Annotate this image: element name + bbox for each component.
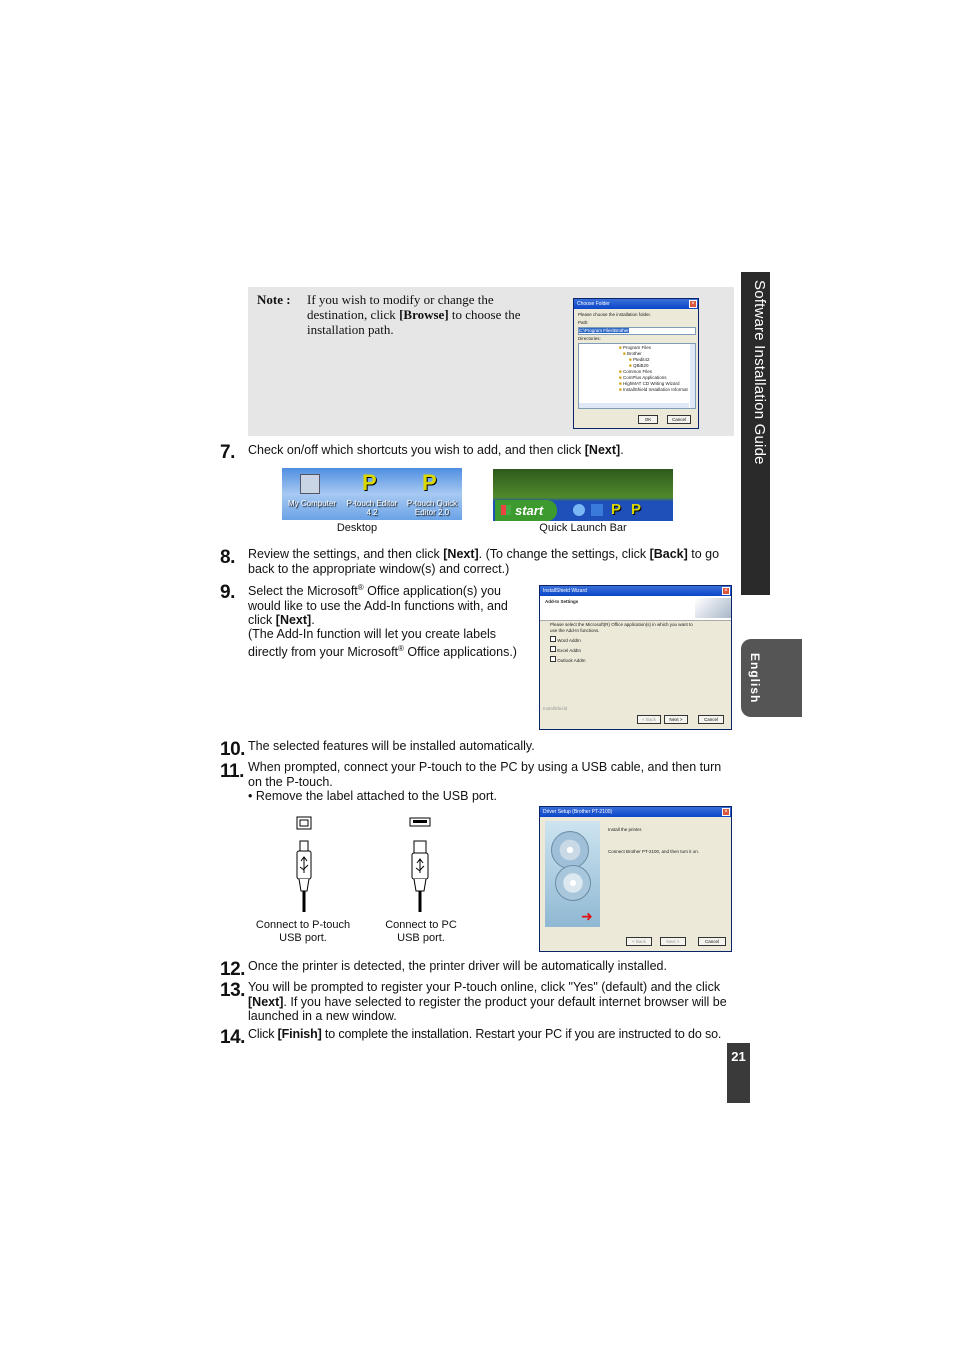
tree-item[interactable]: ■ Common Files (619, 369, 652, 374)
dialog-title: Driver Setup (Brother PT-2100) (543, 809, 613, 815)
tree-item[interactable]: ■ Ptedit42 (629, 357, 650, 362)
language-tab: English (741, 639, 802, 717)
cancel-button[interactable]: Cancel (698, 937, 726, 946)
step-number: 13. (220, 980, 245, 1001)
step-number: 14. (220, 1027, 245, 1048)
windows-logo-icon (501, 505, 511, 515)
cancel-button[interactable]: Cancel (667, 415, 691, 424)
close-icon[interactable]: × (722, 587, 730, 595)
step-8-text: Review the settings, and then click [Nex… (248, 547, 720, 576)
step-11-text: When prompted, connect your P-touch to t… (248, 760, 722, 789)
arrow-right-icon: ➜ (581, 908, 593, 924)
language-label: English (748, 653, 762, 704)
installshield-footer: InstallShield (543, 706, 568, 711)
outlook-addin-checkbox[interactable]: Outlook AddIn (550, 656, 586, 664)
step-13-text: You will be prompted to register your P-… (248, 980, 727, 1023)
section-title: Software Installation Guide (751, 280, 768, 465)
ptouch-quick-editor-icon[interactable]: P (422, 470, 437, 495)
desktop-caption: Desktop (336, 522, 378, 534)
quick-launch-caption: Quick Launch Bar (539, 522, 627, 534)
icon-label: P-touch Quick Editor 2.0 (406, 499, 458, 517)
wizard-graphic-icon (695, 598, 731, 618)
dialog-line-2: Connect Brother PT-2100, and then turn i… (608, 849, 700, 854)
dialog-title: Choose Folder (577, 301, 610, 307)
section-side-tab: Software Installation Guide (741, 272, 770, 595)
directories-label: Directories: (578, 336, 601, 341)
back-button[interactable]: < Back (626, 937, 652, 946)
step-12-text: Once the printer is detected, the printe… (248, 959, 667, 973)
ptouch-editor-icon[interactable]: P (611, 501, 622, 518)
ok-button[interactable]: OK (638, 415, 658, 424)
tree-item[interactable]: ■ ComPlus Applications (619, 375, 667, 380)
excel-addin-checkbox[interactable]: Excel AddIn (550, 646, 581, 654)
next-button[interactable]: Next > (664, 715, 688, 724)
usb-a-cable-illustration (409, 817, 431, 912)
step-11-bullet: • Remove the label attached to the USB p… (248, 789, 497, 803)
tree-item[interactable]: ■ Brother (623, 351, 642, 356)
path-input[interactable]: C:\Program Files\Brother (578, 327, 696, 335)
note-label: Note : (257, 292, 291, 307)
note-box: Note : If you wish to modify or change t… (248, 287, 734, 436)
directory-tree[interactable]: ■ Program Files ■ Brother ■ Ptedit42 ■ Q… (578, 343, 696, 409)
next-button[interactable]: Next > (660, 937, 686, 946)
choose-folder-dialog: Choose Folder × Please choose the install… (573, 298, 699, 429)
icon-label: My Computer (287, 499, 336, 508)
step-number: 10. (220, 739, 245, 760)
close-icon[interactable]: × (689, 300, 697, 308)
ptouch-quick-editor-icon[interactable]: P (631, 501, 642, 518)
page-number: 21 (727, 1043, 750, 1103)
dialog-header: Add-In Settings (545, 599, 579, 604)
step-7-text: Check on/off which shortcuts you wish to… (248, 443, 624, 457)
cd-graphic-icon: ➜ (545, 821, 600, 927)
media-icon[interactable] (591, 504, 603, 516)
installshield-dialog: InstallShield Wizard × Add-In Settings Pl… (539, 585, 732, 730)
word-addin-checkbox[interactable]: Word AddIn (550, 636, 581, 644)
dialog-line-1: Install the printer. (608, 827, 643, 832)
tree-item[interactable]: ■ QBiB20 (629, 363, 649, 368)
step-number: 11. (220, 761, 244, 782)
ptouch-editor-icon[interactable]: P (362, 470, 377, 495)
close-icon[interactable]: × (722, 808, 730, 816)
step-number: 9. (220, 582, 235, 603)
dialog-description: Please select the Microsoft(R) Office ap… (550, 622, 693, 633)
cancel-button[interactable]: Cancel (698, 715, 724, 724)
dialog-prompt: Please choose the installation folder. (578, 312, 652, 317)
dialog-title: InstallShield Wizard (543, 588, 587, 594)
step-number: 12. (220, 959, 245, 980)
step-number: 7. (220, 442, 235, 463)
step-10-text: The selected features will be installed … (248, 739, 535, 753)
driver-setup-dialog: Driver Setup (Brother PT-2100) × ➜ Instal… (539, 806, 732, 952)
tree-item[interactable]: ■ HighMAT CD Writing Wizard (619, 381, 680, 386)
usb-b-cable-illustration (296, 816, 312, 912)
step-9-text: Select the Microsoft® Office application… (248, 583, 508, 628)
note-text: If you wish to modify or change the dest… (307, 292, 521, 337)
icon-label: P-touch Editor 4.2 (346, 499, 398, 517)
horizontal-scrollbar[interactable] (579, 403, 689, 408)
step-9-addin-note: (The Add-In function will let you create… (248, 627, 517, 659)
step-14-text: Click [Finish] to complete the installat… (248, 1027, 722, 1041)
tree-item[interactable]: ■ Program Files (619, 345, 651, 350)
step-number: 8. (220, 547, 235, 568)
vertical-scrollbar[interactable] (690, 344, 695, 408)
back-button[interactable]: < Back (637, 715, 661, 724)
path-label: Path: (578, 320, 589, 325)
pc-port-caption: Connect to PC USB port. (385, 919, 457, 944)
ie-icon[interactable] (573, 504, 585, 516)
computer-icon[interactable] (300, 474, 320, 494)
tree-item[interactable]: ■ InstallShield Installation Informat (619, 387, 688, 392)
ptouch-port-caption: Connect to P-touch USB port. (255, 919, 351, 944)
desktop-screenshot: My Computer P P-touch Editor 4.2 P P-tou… (282, 468, 462, 520)
quick-launch-screenshot: start P P (493, 469, 673, 521)
